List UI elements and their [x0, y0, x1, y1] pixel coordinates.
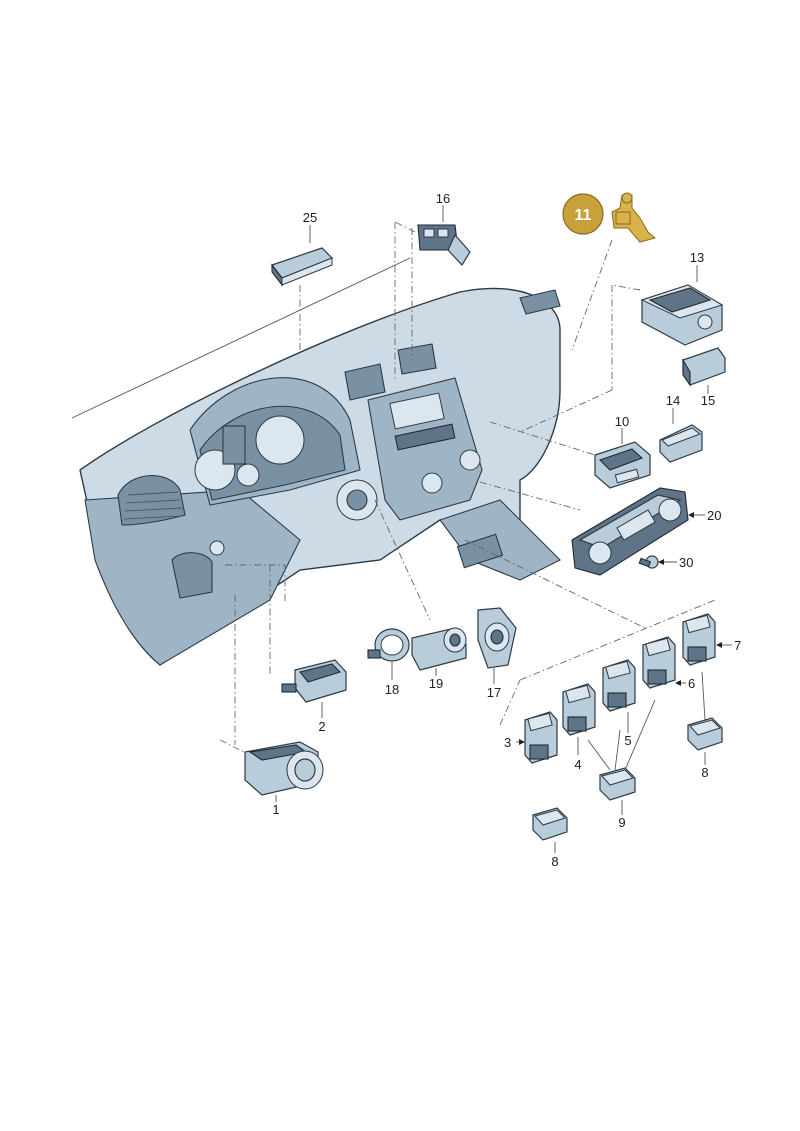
- part-17-bezel: [477, 607, 517, 669]
- callout-9: 9: [618, 815, 625, 830]
- leader-lines: [219, 221, 716, 771]
- left-vent-slats: [123, 491, 184, 520]
- callout-17: 17: [487, 685, 501, 700]
- part-4-button: [562, 683, 596, 736]
- callout-19: 19: [429, 676, 443, 691]
- callout-7: 7: [734, 638, 741, 653]
- part-11-sensor: [611, 192, 657, 243]
- callout-15: 15: [701, 393, 715, 408]
- part-10-switch: [594, 441, 651, 489]
- highlight-badge-11: 11: [562, 193, 604, 235]
- callout-14: 14: [666, 393, 680, 408]
- part-14-cap: [659, 424, 703, 463]
- part-6-button: [642, 636, 676, 689]
- lead-13: [519, 389, 613, 433]
- part-13-module: [640, 284, 724, 346]
- callout-30: 30: [679, 555, 693, 570]
- callout-20: 20: [707, 508, 721, 523]
- part-9-cap: [599, 767, 636, 801]
- callout-13: 13: [690, 250, 704, 265]
- part-16-switch: [417, 224, 471, 266]
- callout-11: 11: [575, 207, 592, 224]
- ignition-hole: [346, 489, 368, 511]
- center-vent-right: [397, 343, 437, 375]
- callout-16: 16: [436, 191, 450, 206]
- dashboard-top-line: [71, 257, 411, 419]
- part-2-switch: [281, 659, 347, 703]
- small-gauge: [236, 463, 260, 487]
- part-15-cap: [682, 347, 726, 387]
- part-30-screw: [638, 555, 659, 569]
- part-5-button: [602, 659, 636, 712]
- radio-display: [389, 392, 445, 430]
- center-vent-left: [344, 363, 386, 401]
- switch-cutout-small: [209, 540, 225, 556]
- left-air-vent: [117, 475, 186, 526]
- part-20-climate-panel: [571, 487, 689, 576]
- part-8-cap-right: [687, 717, 723, 751]
- callout-4: 4: [574, 757, 581, 772]
- tunnel-recess: [456, 533, 504, 569]
- tachometer-gauge: [255, 415, 305, 465]
- climate-knob-left: [421, 472, 443, 494]
- callout-8-right: 8: [701, 765, 708, 780]
- part-18-ring: [367, 628, 410, 662]
- right-air-vent: [519, 289, 561, 315]
- lead-buttons: [464, 539, 646, 629]
- light-switch-cutout: [171, 552, 213, 599]
- lead-20: [479, 481, 581, 511]
- callout-6: 6: [688, 676, 695, 691]
- callout-stubs: [275, 205, 732, 853]
- radio-buttons: [394, 423, 456, 451]
- callout-8-left: 8: [551, 854, 558, 869]
- part-8-cap-left: [532, 807, 568, 841]
- part-25-cover: [271, 247, 334, 287]
- climate-knob-right: [459, 449, 481, 471]
- callout-labels: 25 16 13 15 14 10 20 30 7 6 3 4 5 8 8 9 …: [272, 191, 741, 869]
- callout-1: 1: [272, 802, 279, 817]
- dashboard-assembly: [71, 257, 561, 666]
- part-19-lock-cylinder: [411, 627, 467, 671]
- callout-3: 3: [504, 735, 511, 750]
- part-3-button: [524, 711, 558, 764]
- callout-2: 2: [318, 719, 325, 734]
- callout-18: 18: [385, 682, 399, 697]
- lead-10: [489, 421, 596, 456]
- part-1-light-switch: [244, 741, 324, 796]
- part-7-button: [682, 613, 716, 666]
- callout-5: 5: [624, 733, 631, 748]
- callout-25: 25: [303, 210, 317, 225]
- callout-10: 10: [615, 414, 629, 429]
- cluster-display: [222, 425, 246, 465]
- lead-11: [571, 239, 613, 351]
